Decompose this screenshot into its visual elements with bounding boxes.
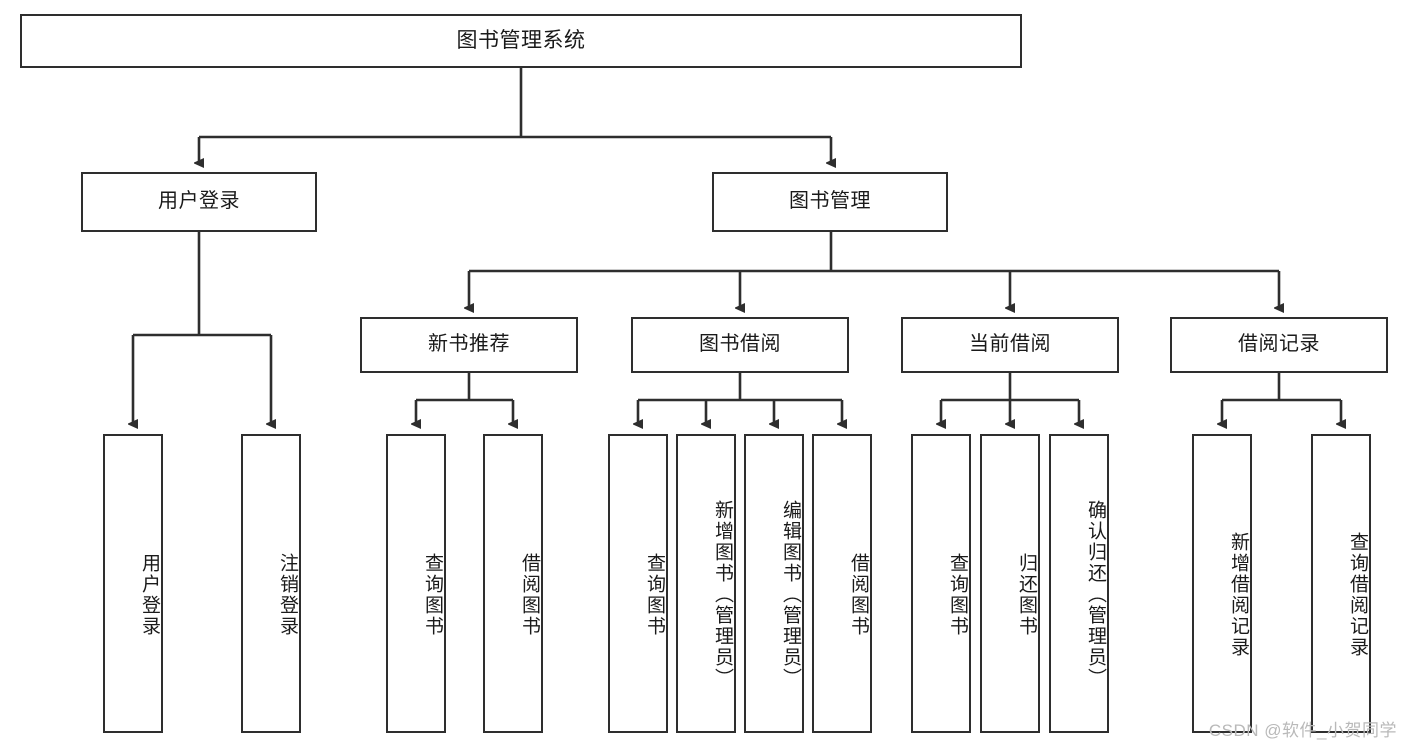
leaf-book-borrow-edit[interactable]: 编辑图书（管理员） <box>744 434 804 733</box>
leaf-label: 用户登录 <box>139 552 160 637</box>
leaf-user-login-logout[interactable]: 注销登录 <box>241 434 301 733</box>
leaf-label: 确认归还（管理员） <box>1085 500 1106 689</box>
csdn-watermark: CSDN @软件_小贺同学 <box>1208 721 1397 740</box>
leaf-label: 注销登录 <box>277 552 298 637</box>
leaf-current-borrow-query[interactable]: 查询图书 <box>911 434 971 733</box>
node-book-management-label: 图书管理 <box>789 190 871 213</box>
leaf-user-login-login[interactable]: 用户登录 <box>103 434 163 733</box>
node-user-login-label: 用户登录 <box>158 190 240 213</box>
leaf-label: 查询借阅记录 <box>1347 531 1368 658</box>
node-root[interactable]: 图书管理系统 <box>20 14 1022 68</box>
leaf-book-borrow-borrow[interactable]: 借阅图书 <box>812 434 872 733</box>
node-borrow-record-label: 借阅记录 <box>1238 333 1320 356</box>
leaf-label: 查询图书 <box>947 552 968 637</box>
node-current-borrow[interactable]: 当前借阅 <box>901 317 1119 373</box>
leaf-new-book-query[interactable]: 查询图书 <box>386 434 446 733</box>
leaf-borrow-record-query[interactable]: 查询借阅记录 <box>1311 434 1371 733</box>
node-current-borrow-label: 当前借阅 <box>969 333 1051 356</box>
leaf-label: 借阅图书 <box>848 552 869 637</box>
node-new-book-recommend[interactable]: 新书推荐 <box>360 317 578 373</box>
node-new-book-recommend-label: 新书推荐 <box>428 333 510 356</box>
node-book-borrow-label: 图书借阅 <box>699 333 781 356</box>
leaf-label: 归还图书 <box>1016 552 1037 637</box>
leaf-label: 新增借阅记录 <box>1228 531 1249 658</box>
leaf-book-borrow-add[interactable]: 新增图书（管理员） <box>676 434 736 733</box>
node-root-label: 图书管理系统 <box>456 28 586 52</box>
leaf-borrow-record-add[interactable]: 新增借阅记录 <box>1192 434 1252 733</box>
leaf-label: 借阅图书 <box>519 552 540 637</box>
leaf-current-borrow-confirm-return[interactable]: 确认归还（管理员） <box>1049 434 1109 733</box>
node-book-borrow[interactable]: 图书借阅 <box>631 317 849 373</box>
node-user-login[interactable]: 用户登录 <box>81 172 317 232</box>
leaf-current-borrow-return[interactable]: 归还图书 <box>980 434 1040 733</box>
leaf-label: 查询图书 <box>644 552 665 637</box>
leaf-new-book-borrow[interactable]: 借阅图书 <box>483 434 543 733</box>
leaf-book-borrow-query[interactable]: 查询图书 <box>608 434 668 733</box>
node-borrow-record[interactable]: 借阅记录 <box>1170 317 1388 373</box>
leaf-label: 查询图书 <box>422 552 443 637</box>
node-book-management[interactable]: 图书管理 <box>712 172 948 232</box>
leaf-label: 新增图书（管理员） <box>712 500 733 689</box>
leaf-label: 编辑图书（管理员） <box>780 500 801 689</box>
